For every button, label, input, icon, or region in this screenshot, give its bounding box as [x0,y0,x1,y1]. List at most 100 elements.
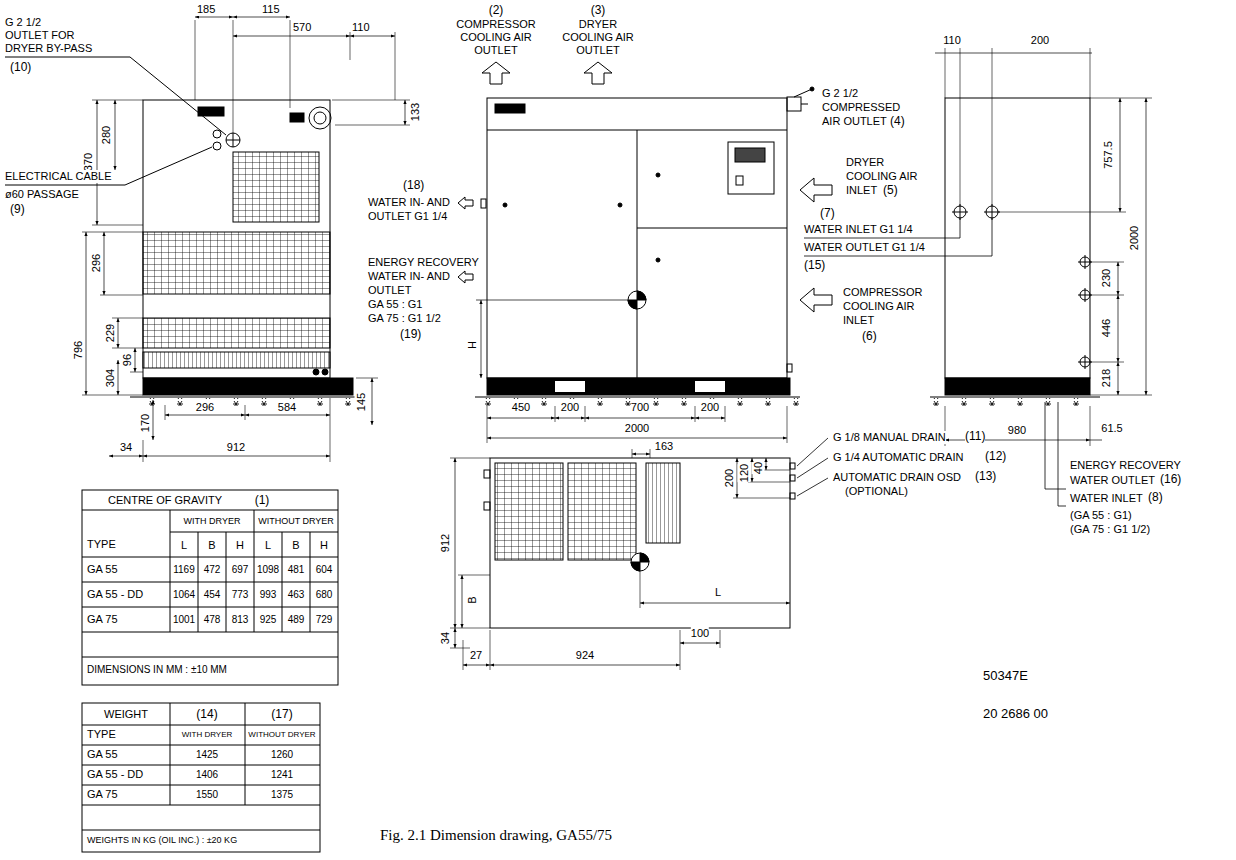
table-cell: GA 55 - DD [87,588,143,601]
side-view-line [109,456,143,457]
drawing-label: 100 [691,627,709,640]
drawing-label: 61.5 [1101,422,1122,435]
drawing-label: GA 75 : G1 1/2 [368,312,441,325]
drawing-label: 296 [90,254,103,272]
front-view-line [475,397,800,398]
drawing-label: AIR OUTLET [822,115,887,128]
table-cell: 680 [316,589,333,601]
front-view-polyline [804,218,960,238]
drawing-label: 700 [631,401,649,414]
side-view-path [332,100,410,125]
drawing-label: 20 2686 00 [983,706,1048,722]
side-view-path [350,32,395,100]
table-cell: 697 [232,564,249,576]
drawing-label: 912 [439,534,452,552]
drawing-label: 370 [82,153,95,171]
table-grid-rect [82,703,320,852]
front-view-circle [503,203,507,207]
drawing-label: 40 [752,462,765,474]
plan-view-line [463,665,490,666]
side-view-line [165,415,245,416]
drawing-label: 185 [197,3,215,16]
table-cell: 813 [232,614,249,626]
table-cell: TYPE [87,728,116,741]
drawing-label: (11) [965,429,985,443]
table-cell: 1001 [173,614,195,626]
front-view-circle [656,173,660,177]
table-cell: 925 [260,614,277,626]
drawing-label: ø60 PASSAGE [5,188,79,201]
side-view-circle [322,369,328,375]
drawing-label: 280 [100,126,113,144]
front-view [458,62,992,443]
drawing-label: (3) [591,3,606,17]
drawing-label: INLET [846,184,877,197]
drawing-label: H [466,341,479,349]
side-view-line [104,232,105,295]
end-view-line [1146,98,1147,395]
front-view-polygon [458,197,473,209]
table-cell: (17) [271,707,292,721]
table-cell: WEIGHTS IN KG (OIL INC.) : ±20 KG [87,835,237,846]
drawing-label: WATER INLET G1 1/4 [804,223,913,236]
front-view-line [585,418,695,419]
plan-view-line [680,643,720,644]
drawing-label: 2000 [1128,226,1141,250]
drawing-label: (12) [985,449,1006,463]
table-cell: WITHOUT DRYER [248,730,315,740]
side-view-rect [143,318,330,348]
drawing-label: G 1/4 AUTOMATIC DRAIN [833,451,963,464]
table-cell: GA 55 - DD [87,768,143,781]
drawing-label: 110 [352,21,370,34]
drawing-label: (19) [400,327,421,341]
table-cell: 1425 [196,749,218,761]
side-view-line [143,456,330,457]
drawing-label: 34 [439,632,452,644]
side-view-circle [314,112,326,124]
side-view-rect [143,378,353,395]
drawing-label: WATER IN- AND [368,196,450,209]
table-cell: GA 75 [87,788,118,801]
side-view-line [233,36,350,37]
front-view-polygon [584,62,612,84]
side-view-rect [143,352,330,368]
drawing-label: 163 [655,440,673,453]
side-view-line [97,100,98,225]
side-view-path [143,420,330,462]
table-cell: WITH DRYER [182,730,233,740]
drawing-label: (18) [403,178,424,192]
drawing-label: ELECTRICAL CABLE [5,170,112,183]
drawing-label: B [466,596,479,603]
drawing-label: COMPRESSOR [456,18,535,31]
table-cell: H [236,538,244,551]
drawing-label: 200 [701,401,719,414]
table-cell: 1098 [257,564,279,576]
side-view-circle [213,130,221,138]
end-view-path [945,48,1090,206]
drawing-label: G 2 1/2 [822,87,858,100]
side-view-path [92,100,143,225]
table-cell: 729 [316,614,333,626]
plan-view-rect [495,463,563,560]
plan-view-line [766,458,767,470]
end-view-path [984,204,1000,220]
drawing-label: (GA 55 : G1) [1070,509,1132,522]
front-view-rect [481,199,486,208]
table-grid-path [82,725,320,830]
plan-view-path [640,553,649,562]
side-view-path [165,398,330,420]
drawing-label: 912 [227,441,245,454]
table-cell: DIMENSIONS IN MM : ±10 MM [87,664,227,676]
drawing-label: DRYER [579,18,617,31]
front-view-rect [735,148,765,162]
table-grid-path [82,510,338,657]
drawing-label: (16) [1160,472,1181,486]
drawing-label: 27 [470,649,482,662]
side-view-path [356,378,378,379]
drawing-label: (15) [804,258,825,272]
table-grid [82,490,338,852]
table-grid-rect [82,490,338,685]
drawing-label: 115 [262,3,280,16]
plan-view-line [490,665,680,666]
